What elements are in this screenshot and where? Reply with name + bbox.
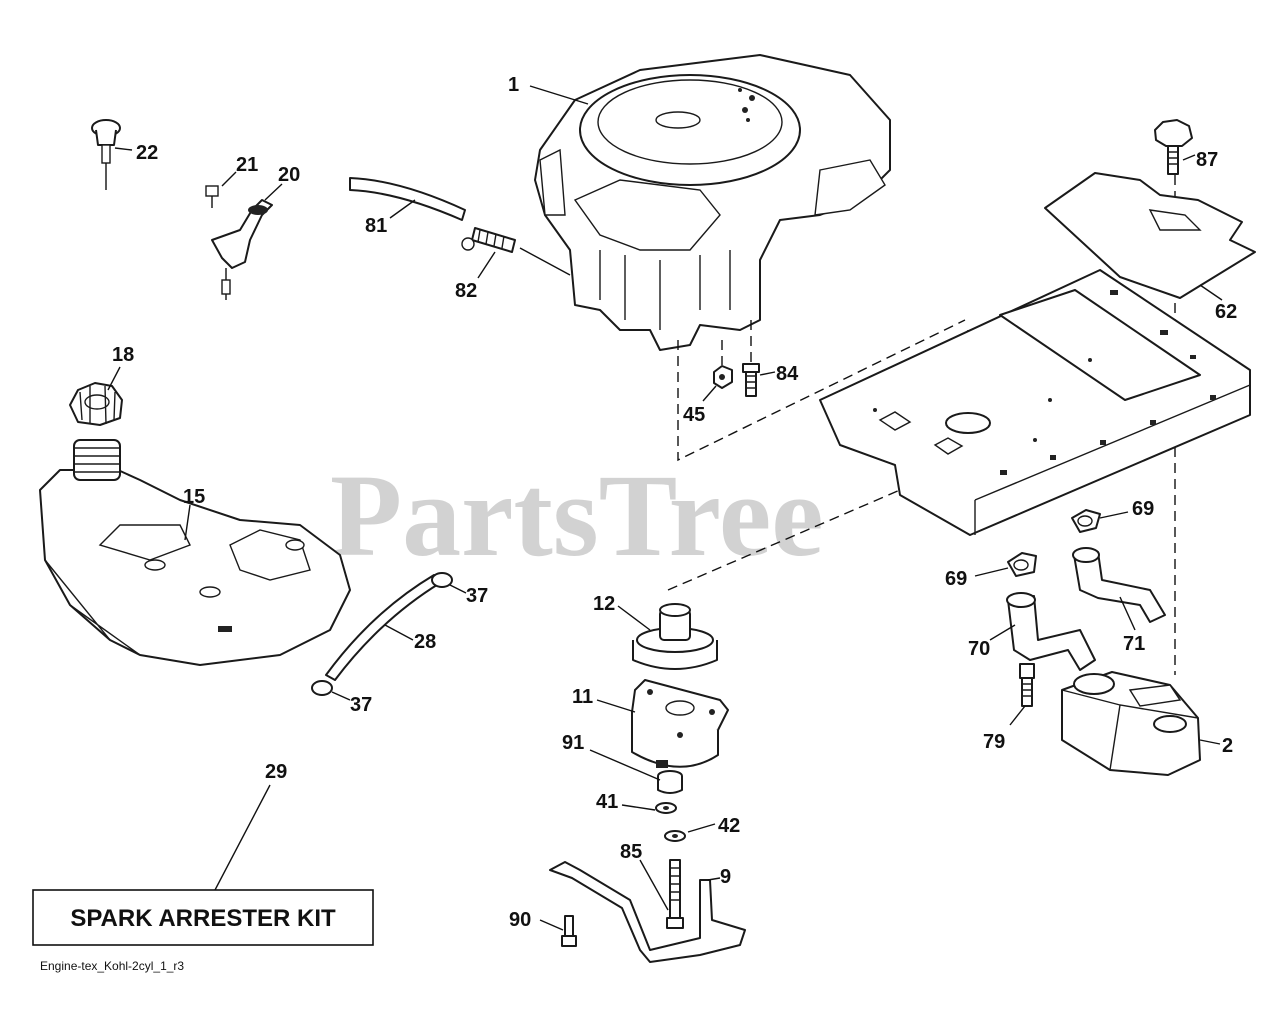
electric-clutch[interactable]: [631, 679, 729, 768]
hose-clamp-upper[interactable]: [431, 572, 453, 588]
watermark: PartsTree: [330, 450, 824, 581]
callout-84: 84: [776, 363, 799, 385]
pulley[interactable]: [632, 603, 718, 670]
callout-42: 42: [718, 815, 740, 837]
spacer[interactable]: [657, 770, 683, 794]
callout-62: 62: [1215, 301, 1237, 323]
callout-82: 82: [455, 280, 477, 302]
callout-2: 2: [1222, 735, 1233, 757]
fuel-hose[interactable]: [325, 574, 441, 681]
callout-87: 87: [1196, 149, 1218, 171]
fuel-line[interactable]: [349, 177, 466, 221]
callout-29: 29: [265, 761, 287, 783]
callout-41: 41: [596, 791, 618, 813]
callout-12: 12: [593, 593, 615, 615]
hose-clamp-lower[interactable]: [311, 680, 333, 696]
dipstick[interactable]: [91, 119, 121, 190]
fuel-tank[interactable]: [39, 439, 351, 666]
callout-45: 45: [683, 404, 705, 426]
nut[interactable]: [713, 365, 733, 389]
lock-washer[interactable]: [664, 830, 686, 842]
knob[interactable]: [1154, 119, 1193, 175]
callout-28: 28: [414, 631, 436, 653]
engine-bolt[interactable]: [742, 363, 760, 397]
muffler[interactable]: [1061, 671, 1201, 776]
exhaust-pipe-right[interactable]: [1072, 547, 1166, 623]
engine[interactable]: [534, 54, 891, 351]
chassis-frame[interactable]: [819, 269, 1251, 536]
callout-20: 20: [278, 164, 300, 186]
diagram-reference: Engine-tex_Kohl-2cyl_1_r3: [40, 959, 184, 973]
callout-85: 85: [620, 841, 642, 863]
callout-69-right: 69: [1132, 498, 1154, 520]
callout-37-lower: 37: [350, 694, 372, 716]
callout-11: 11: [572, 686, 593, 708]
callout-71: 71: [1123, 633, 1145, 655]
callout-90: 90: [509, 909, 531, 931]
callout-21: 21: [236, 154, 258, 176]
callout-79: 79: [983, 731, 1005, 753]
spark-arrester-kit-box[interactable]: SPARK ARRESTER KIT: [32, 889, 374, 946]
spark-arrester-kit-label: SPARK ARRESTER KIT: [70, 905, 336, 932]
callout-18: 18: [112, 344, 134, 366]
fuel-cap[interactable]: [69, 382, 123, 426]
callout-70: 70: [968, 638, 990, 660]
throttle-bracket[interactable]: [205, 185, 273, 300]
washer[interactable]: [655, 802, 677, 814]
clutch-bracket[interactable]: [549, 861, 746, 963]
cover-plate[interactable]: [1044, 172, 1256, 299]
callout-81: 81: [365, 215, 387, 237]
callout-22: 22: [136, 142, 158, 164]
callout-37-upper: 37: [466, 585, 488, 607]
clutch-bolt[interactable]: [666, 859, 684, 929]
callout-9: 9: [720, 866, 731, 888]
gasket-right[interactable]: [1071, 509, 1101, 533]
callout-1: 1: [508, 74, 519, 96]
exhaust-bolt[interactable]: [1019, 663, 1035, 707]
callout-69-left: 69: [945, 568, 967, 590]
exhaust-pipe-left[interactable]: [1006, 592, 1096, 671]
gasket-left[interactable]: [1007, 552, 1037, 577]
fuel-fitting[interactable]: [461, 227, 516, 253]
callout-15: 15: [183, 486, 205, 508]
bracket-bolt[interactable]: [561, 915, 577, 947]
callout-91: 91: [562, 732, 584, 754]
